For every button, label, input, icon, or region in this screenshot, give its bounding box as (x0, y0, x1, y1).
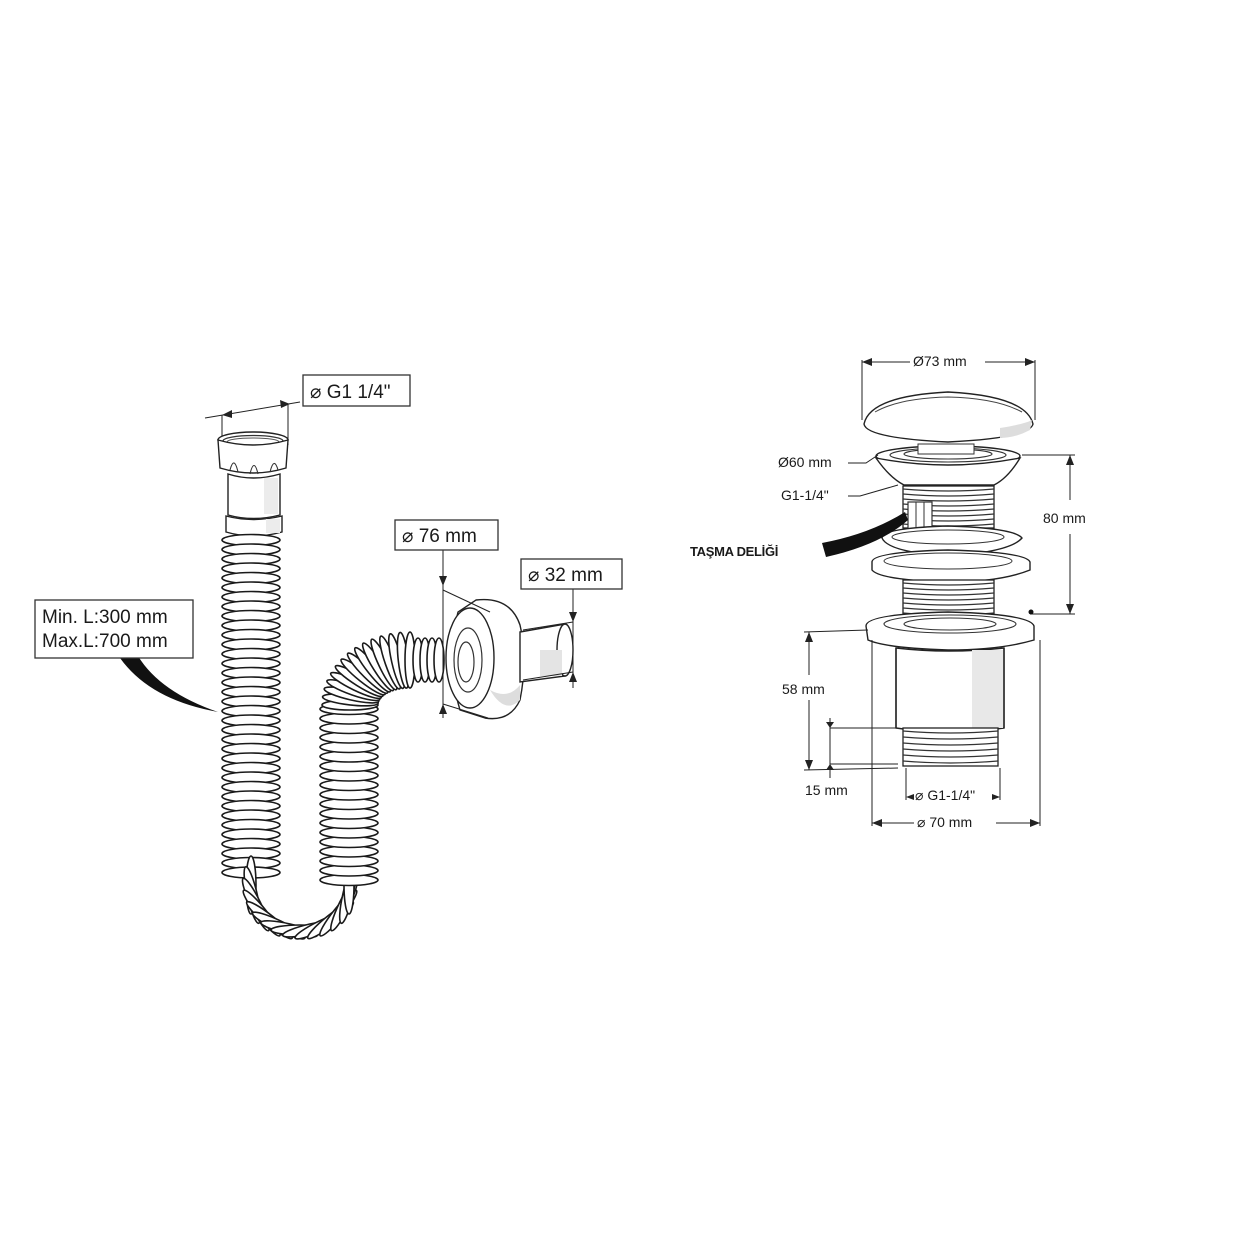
max-length-label: Max.L:700 mm (42, 631, 168, 652)
length-callout: Min. L:300 mm Max.L:700 mm (34, 599, 218, 712)
bottom-thread-label: ⌀ G1-1/4" (915, 787, 975, 803)
upper-flange (874, 443, 1022, 486)
lock-washer (871, 525, 1031, 583)
threaded-body-lower (902, 579, 995, 616)
inlet-nut (217, 431, 289, 537)
flange-dimension: ⌀ 76 mm (394, 519, 499, 719)
hose-bend (241, 631, 445, 940)
body-height-dimension: 80 mm (1022, 454, 1086, 615)
outlet-label: ⌀ 32 mm (528, 565, 603, 586)
inlet-thread-label-box (302, 374, 411, 407)
flexible-siphon-drawing: ⌀ G1 1/4" Min. L:300 mm Max.L:700 mm (34, 374, 623, 940)
min-length-label: Min. L:300 mm (42, 607, 168, 628)
body-height-label: 80 mm (1043, 510, 1086, 526)
thread-top-label: G1-1/4" (781, 487, 829, 503)
inlet-thread-label: ⌀ G1 1/4" (310, 382, 391, 403)
lower-height-label: 58 mm (782, 681, 825, 697)
popup-drain-drawing: Ø73 mm (690, 353, 1086, 830)
base-diameter-label: ⌀ 70 mm (917, 814, 972, 830)
flange-label: ⌀ 76 mm (402, 526, 477, 547)
cap-diameter-label: Ø73 mm (913, 353, 967, 369)
thread-length-dimension: 15 mm (805, 718, 898, 798)
outlet-label-box (520, 558, 623, 590)
outlet-dimension: ⌀ 32 mm (520, 558, 623, 688)
overflow-hole-label: TAŞMA DELİĞİ (690, 544, 778, 559)
flange-diameter-callout: Ø60 mm (778, 454, 879, 470)
lower-housing (865, 611, 1035, 733)
overflow-callout: TAŞMA DELİĞİ (690, 512, 908, 559)
bottom-thread-dimension: ⌀ G1-1/4" (905, 768, 1001, 803)
bottom-thread (902, 727, 999, 767)
thread-length-label: 15 mm (805, 782, 848, 798)
wall-flange (445, 598, 574, 720)
flange-diameter-label: Ø60 mm (778, 454, 832, 470)
drain-cap (863, 391, 1034, 443)
base-diameter-dimension: ⌀ 70 mm (871, 640, 1041, 830)
length-label-box (34, 599, 194, 659)
cap-dimension: Ø73 mm (861, 353, 1036, 420)
thread-top-callout: G1-1/4" (781, 484, 899, 503)
flange-label-box (394, 519, 499, 551)
inlet-thread-dimension: ⌀ G1 1/4" (204, 374, 411, 445)
hose-left-leg (221, 533, 281, 879)
lower-height-dimension: 58 mm (782, 629, 899, 771)
